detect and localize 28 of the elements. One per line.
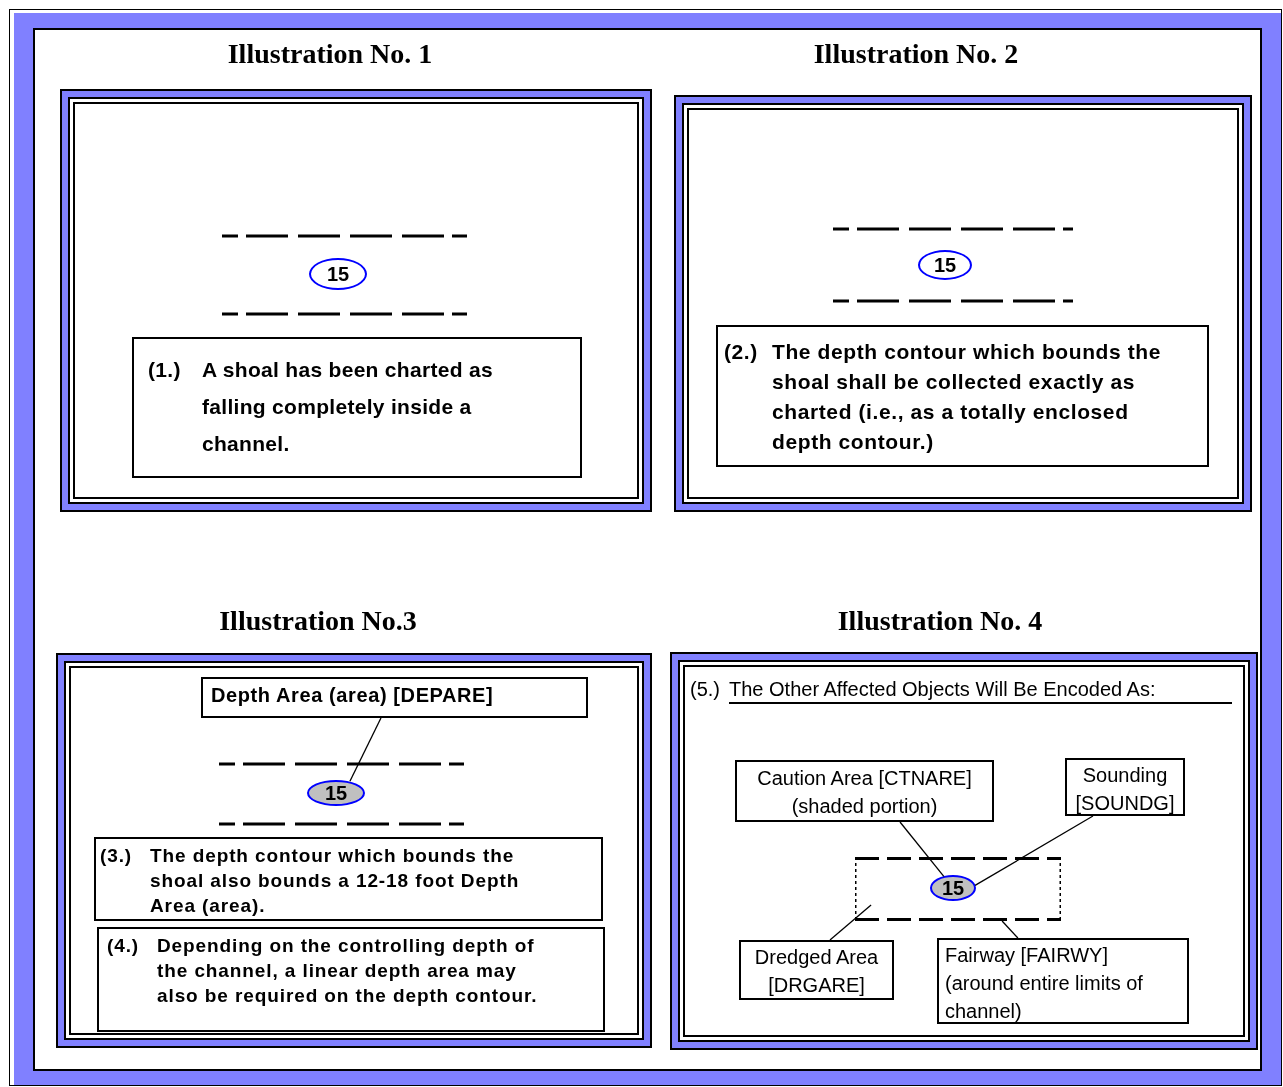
callout-box: Dredged Area [DRGARE] xyxy=(739,940,894,1000)
note-text: Depending on the controlling depth of the channel, a linear depth area may also be required on the depth contour. xyxy=(157,934,539,1008)
section-heading: The Other Affected Objects Will Be Encoded As: xyxy=(729,676,1232,704)
note-box xyxy=(94,837,603,921)
note-box xyxy=(132,337,582,478)
panel-heading: Illustration No. 1 xyxy=(227,38,433,70)
note-text: A shoal has been charted as falling completely inside a channel. xyxy=(202,357,494,457)
callout-box: Caution Area [CTNARE] (shaded portion) xyxy=(735,760,994,822)
callout-box: Fairway [FAIRWY] (around entire limits of channel) xyxy=(937,938,1189,1024)
panel-heading: Illustration No. 4 xyxy=(837,605,1043,637)
note-box xyxy=(716,325,1209,467)
leader-line xyxy=(974,815,1094,887)
leader-line xyxy=(349,717,382,782)
note-number: (2.) xyxy=(724,339,759,365)
callout-box: Depth Area (area) [DEPARE] xyxy=(201,677,588,718)
note-number: (1.) xyxy=(148,357,182,383)
note-number: (3.) xyxy=(100,844,134,868)
panel-heading: Illustration No. 2 xyxy=(813,38,1019,70)
note-box xyxy=(97,927,605,1032)
leader-line xyxy=(1001,920,1019,939)
note-text: The depth contour which bounds the shoal also bounds a 12-18 foot Depth Area (area). xyxy=(150,844,521,918)
leader-line xyxy=(829,904,872,941)
leader-line xyxy=(899,821,945,877)
note-text: The depth contour which bounds the shoal shall be collected exactly as charted (i.e., as a totally enclosed depth contour.) xyxy=(772,339,1163,455)
panel-heading: Illustration No.3 xyxy=(219,605,417,637)
callout-box: Sounding [SOUNDG] xyxy=(1065,758,1185,816)
note-number: (4.) xyxy=(107,934,141,958)
note-number: (5.) xyxy=(690,677,721,702)
